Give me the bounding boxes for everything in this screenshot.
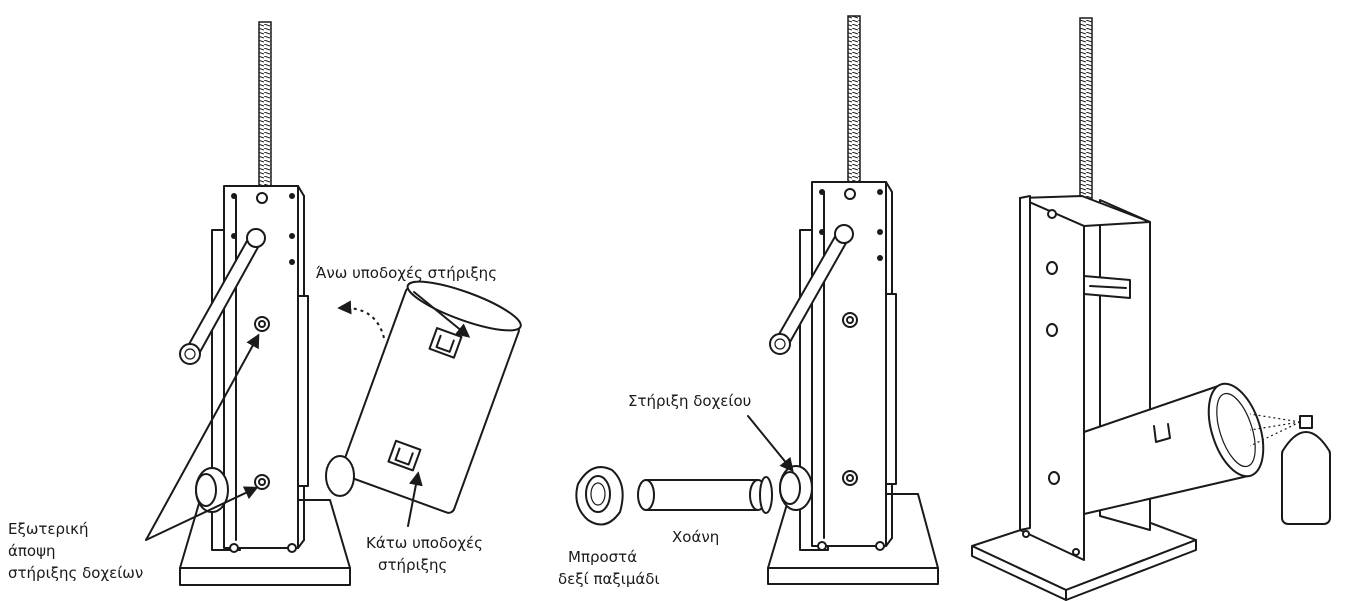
middle-side-plate bbox=[885, 293, 897, 485]
lower-mounts-label-line1: Κάτω υποδοχές bbox=[366, 534, 483, 552]
left-crank-handle bbox=[179, 228, 266, 365]
outer-view-arrow-lower bbox=[145, 486, 259, 541]
container-mount-arrow bbox=[747, 415, 794, 473]
middle-threaded-rod bbox=[847, 15, 861, 183]
middle-crank-handle bbox=[769, 224, 854, 355]
left-container-spout bbox=[325, 455, 355, 497]
left-threaded-rod bbox=[258, 21, 272, 189]
left-side-plate bbox=[297, 295, 309, 487]
middle-container-mount bbox=[779, 465, 813, 511]
right-front-column bbox=[1019, 195, 1085, 561]
container-mount-label: Στήριξη δοχείου bbox=[628, 392, 751, 410]
left-stuffer-figure: Άνω υποδοχές στήριξης Κάτω υποδοχές στήρ… bbox=[8, 21, 522, 586]
funnel-label: Χοάνη bbox=[672, 528, 719, 546]
right-stuffer-figure bbox=[971, 17, 1331, 601]
funnel-tube bbox=[637, 476, 773, 514]
front-nut-label-line2: δεξί παξιμάδι bbox=[558, 570, 660, 588]
outer-view-label-line3: στήριξης δοχείων bbox=[8, 564, 143, 582]
outer-view-label-line1: Εξωτερική bbox=[8, 520, 89, 538]
spray-can bbox=[1249, 413, 1331, 525]
front-right-nut bbox=[575, 466, 624, 526]
lower-mounts-label-line2: στήριξης bbox=[378, 556, 447, 574]
lower-mounts-arrow bbox=[407, 471, 423, 527]
front-nut-label-line1: Μπροστά bbox=[568, 548, 637, 566]
outer-view-label-line2: άποψη bbox=[8, 542, 56, 560]
upper-mounts-label: Άνω υποδοχές στήριξης bbox=[316, 264, 497, 282]
right-plunger bbox=[1083, 275, 1131, 299]
left-nozzle bbox=[195, 467, 229, 513]
left-tilted-container bbox=[340, 280, 522, 514]
upper-mounts-arrow bbox=[413, 291, 471, 338]
right-threaded-rod bbox=[1079, 17, 1093, 209]
right-container-tube bbox=[1083, 382, 1265, 515]
left-front-column bbox=[223, 185, 305, 553]
middle-stuffer-figure: Στήριξη δοχείου Χοάνη Μπροστά δεξί παξιμ… bbox=[558, 15, 939, 588]
outer-view-arrow-upper bbox=[145, 333, 260, 541]
tilt-motion-arrow bbox=[337, 300, 385, 339]
